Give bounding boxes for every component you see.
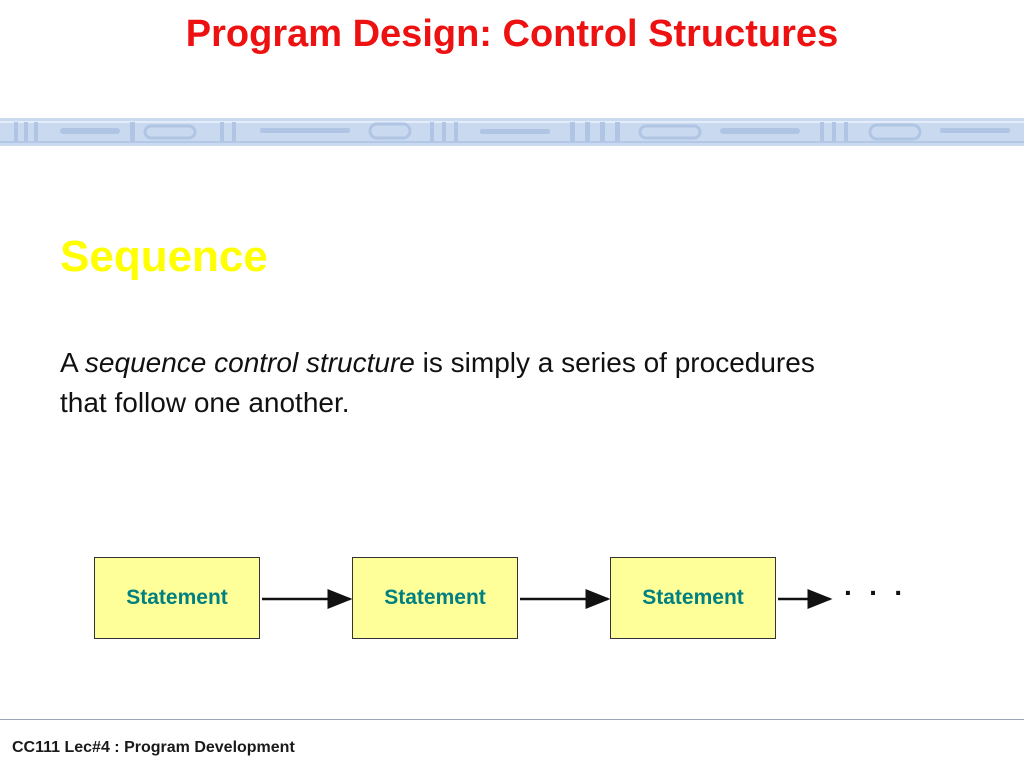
statement-box-3: Statement bbox=[610, 557, 776, 639]
footer-divider bbox=[0, 719, 1024, 720]
footer-bar bbox=[0, 720, 1024, 768]
sequence-diagram: Statement Statement Statement · · · bbox=[0, 540, 1024, 660]
slide-title: Program Design: Control Structures bbox=[185, 13, 839, 55]
statement-box-1: Statement bbox=[94, 557, 260, 639]
statement-label-1: Statement bbox=[126, 586, 228, 609]
continuation-ellipsis: · · · bbox=[844, 577, 908, 608]
statement-label-2: Statement bbox=[384, 586, 486, 609]
body-paragraph: A sequence control structure is simply a… bbox=[60, 343, 820, 423]
statement-label-3: Statement bbox=[642, 586, 744, 609]
section-heading: Sequence bbox=[60, 232, 268, 281]
banner-pattern-image bbox=[0, 118, 1024, 146]
flow-arrows bbox=[262, 589, 833, 609]
body-suffix: is simply a series of procedures that fo… bbox=[60, 347, 815, 418]
decorative-banner bbox=[0, 118, 1024, 146]
body-emphasis: sequence control structure bbox=[84, 347, 415, 378]
statement-box-2: Statement bbox=[352, 557, 518, 639]
body-prefix: A bbox=[60, 347, 85, 378]
footer-caption: CC111 Lec#4 : Program Development bbox=[12, 739, 295, 756]
